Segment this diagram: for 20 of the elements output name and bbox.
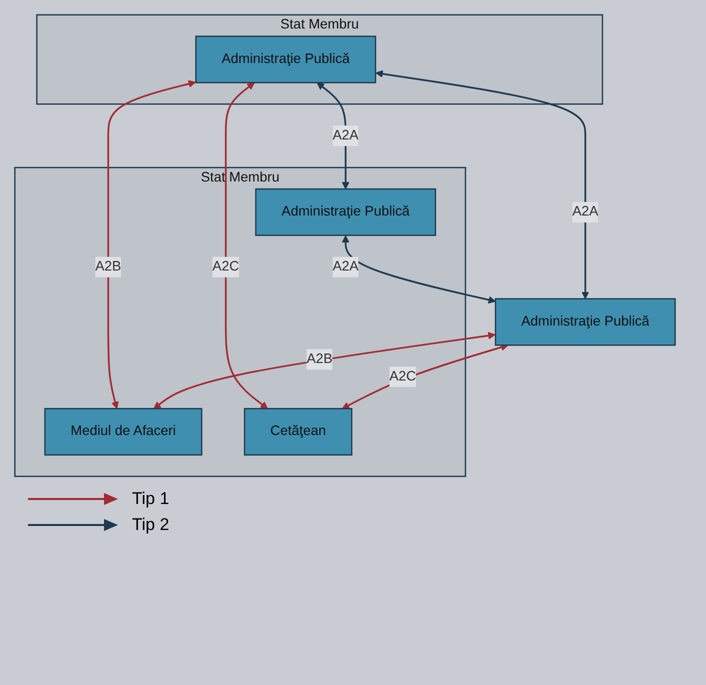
edge-label: A2C: [212, 259, 240, 274]
arrow: [153, 332, 496, 409]
legend-text: Tip 2: [132, 515, 170, 536]
arrow: [342, 344, 508, 409]
edge-label: A2A: [332, 128, 359, 143]
edge-label: A2B: [95, 259, 122, 274]
arrow: [342, 235, 496, 304]
node-box: Mediul de Afaceri: [44, 408, 202, 456]
node-box: Administraţie Publică: [494, 298, 676, 346]
arrow: [224, 82, 268, 409]
node-box: Administraţie Publică: [195, 36, 376, 84]
edge-label: A2C: [389, 369, 416, 384]
node-box: Cetăţean: [244, 408, 352, 456]
node-box: Administraţie Publică: [255, 188, 436, 236]
edge-label: A2B: [306, 352, 333, 366]
arrow: [107, 80, 196, 409]
legend-text: Tip 1: [132, 489, 170, 510]
edge-label: A2A: [572, 204, 598, 220]
arrow: [376, 70, 590, 300]
edge-label: A2A: [332, 259, 359, 274]
